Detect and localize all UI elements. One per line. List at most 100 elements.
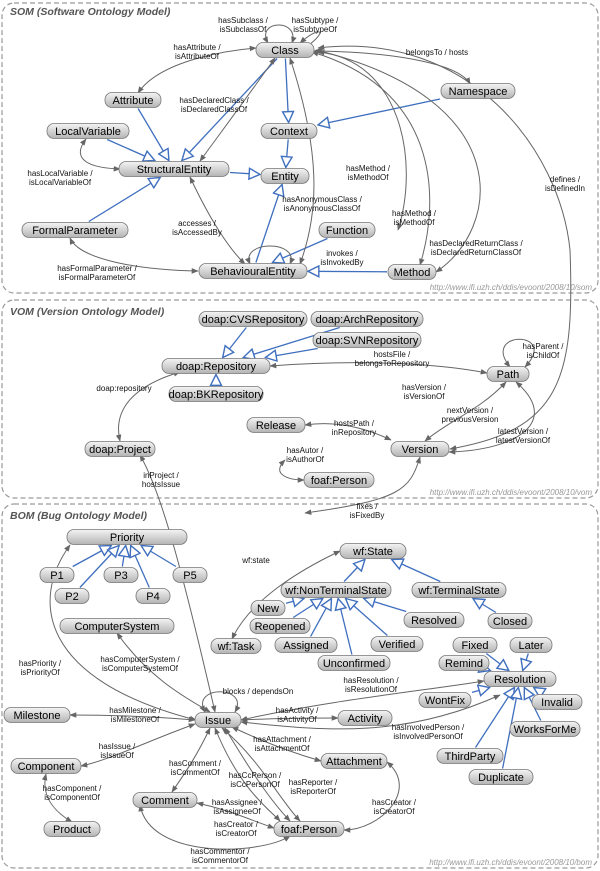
- node-box: [468, 769, 534, 785]
- edge-label-line: hostsPath /: [334, 419, 375, 428]
- subclass-edge: [485, 652, 509, 671]
- edge-label-line: hasMilestone /: [109, 706, 161, 715]
- edge-label-hostsfile: hostsFile /belongsToRepository: [355, 350, 430, 368]
- node-new: New: [250, 600, 286, 616]
- edge-label-line: isActivityOf: [277, 715, 317, 724]
- node-label: foaf:Person: [311, 475, 367, 487]
- node-label: Function: [326, 225, 368, 237]
- edge-label-line: hasIssue /: [99, 742, 136, 751]
- edge-label-invokes: invokes /isInvokedBy: [320, 249, 363, 267]
- node-nonterminal: wf:NonTerminalState: [280, 582, 392, 598]
- edge-label-line: isInvokedBy: [320, 258, 363, 267]
- node-box: [194, 712, 242, 728]
- subclass-edge: [286, 139, 288, 168]
- subclass-edge: [265, 347, 318, 358]
- node-box: [260, 123, 318, 139]
- property-edge: [269, 362, 488, 375]
- node-label: FormalParameter: [32, 225, 118, 237]
- edge-label-line: hasCreator /: [372, 798, 417, 807]
- property-edge: [278, 459, 305, 483]
- edge-label-line: isReporterOf: [290, 787, 336, 796]
- edge-label-hasmilestone: hasMilestone /isMilestoneOf: [109, 706, 161, 724]
- edge-label-line: latestVersion /: [498, 427, 549, 436]
- edge-label-line: isSubclassOf: [220, 25, 267, 34]
- node-box: [168, 386, 264, 402]
- edge-label-wfstate: wf:state: [241, 556, 270, 565]
- edge-label-hasmethod1: hasMethod /isMethodOf: [346, 164, 391, 182]
- edge-label-line: hasAttachment /: [253, 735, 312, 744]
- property-edge: [448, 381, 535, 455]
- node-issue: Issue: [194, 712, 242, 728]
- edge-label-line: hasDeclaredClass /: [179, 96, 249, 105]
- node-box: [509, 637, 553, 653]
- edge-label-line: isDeclaredReturnClassOf: [431, 248, 522, 257]
- edge-label-line: belongsToRepository: [355, 359, 430, 368]
- node-box: [255, 42, 315, 58]
- edge-label-line: hasPriority /: [19, 659, 62, 668]
- edge-label-line: isCommentOf: [171, 768, 221, 777]
- node-box: [317, 655, 391, 671]
- edge-label-hasattribute: hasAttribute /isAttributeOf: [173, 43, 221, 61]
- subclass-edge: [223, 327, 247, 358]
- subclass-edge: [318, 98, 441, 125]
- edge-label-line: hasAutor /: [287, 446, 324, 455]
- edge-label-hascreator2: hasCreator /isCreatorOf: [372, 798, 417, 816]
- node-label: Path: [497, 369, 520, 381]
- subclass-edge: [346, 599, 388, 636]
- edge-label-line: hasComponent /: [43, 784, 102, 793]
- edge-label-line: hasParent /: [523, 342, 565, 351]
- node-label: Resolution: [494, 674, 546, 686]
- subclass-edge: [338, 599, 353, 655]
- node-box: [436, 748, 504, 764]
- edge-label-line: inProject /: [143, 471, 179, 480]
- node-box: [3, 707, 71, 723]
- edge-label-line: wf:state: [241, 556, 270, 565]
- node-resolved: Resolved: [403, 612, 465, 628]
- node-box: [198, 311, 308, 327]
- edge-label-line: isMethodOf: [394, 218, 436, 227]
- node-structuralentity: StructuralEntity: [118, 161, 230, 177]
- edge-label-line: hasDeclaredReturnClass /: [429, 239, 523, 248]
- node-box: [486, 366, 530, 382]
- node-label: doap:CVSRepository: [202, 314, 305, 326]
- node-box: [103, 567, 139, 583]
- node-box: [46, 123, 130, 139]
- node-archrepository: doap:ArchRepository: [310, 311, 424, 327]
- subclass-edge: [229, 173, 260, 175]
- node-state: wf:State: [339, 543, 407, 559]
- edges: [41, 24, 572, 850]
- edge-label-line: isDeclaredClassOf: [181, 105, 248, 114]
- node-box: [135, 588, 171, 604]
- vom-title: VOM (Version Ontology Model): [10, 306, 165, 318]
- edge-label-hasdeclaredclass: hasDeclaredClass /isDeclaredClassOf: [179, 96, 249, 114]
- property-edge: [199, 57, 276, 162]
- node-label: Milestone: [13, 710, 60, 722]
- edge-label-line: hasSubclass /: [218, 16, 269, 25]
- edge-label-hasparent: hasParent /isChildOf: [523, 342, 565, 360]
- edge-label-hasattachment: hasAttachment /isAttachmentOf: [253, 735, 312, 753]
- node-box: [210, 638, 262, 654]
- edge-label-line: isChildOf: [527, 351, 560, 360]
- node-label: Class: [271, 45, 299, 57]
- subclass-edge: [72, 546, 112, 568]
- subclass-edge: [88, 178, 160, 223]
- node-label: wf:TerminalState: [417, 585, 499, 597]
- edge-label-hascomputersystem: hasComputerSystem /isComputerSystemOf: [100, 655, 180, 673]
- node-box: [172, 567, 208, 583]
- node-label: P5: [183, 570, 196, 582]
- edge-label-line: isMethodOf: [348, 173, 390, 182]
- node-comment: Comment: [132, 792, 198, 808]
- node-entity: Entity: [260, 168, 310, 184]
- edge-label-line: isFixedBy: [350, 511, 385, 520]
- node-box: [21, 222, 129, 238]
- node-box: [411, 582, 507, 598]
- node-component: Component: [10, 758, 82, 774]
- node-label: Release: [256, 420, 296, 432]
- edge-label-line: hasComputerSystem /: [100, 655, 180, 664]
- node-computersystem: ComputerSystem: [59, 618, 175, 634]
- edge-label-fixes: fixes /isFixedBy: [350, 502, 385, 520]
- property-edge: [41, 773, 73, 823]
- edge-label-defines: defines /isDefinedIn: [545, 175, 585, 193]
- node-label: P1: [50, 570, 63, 582]
